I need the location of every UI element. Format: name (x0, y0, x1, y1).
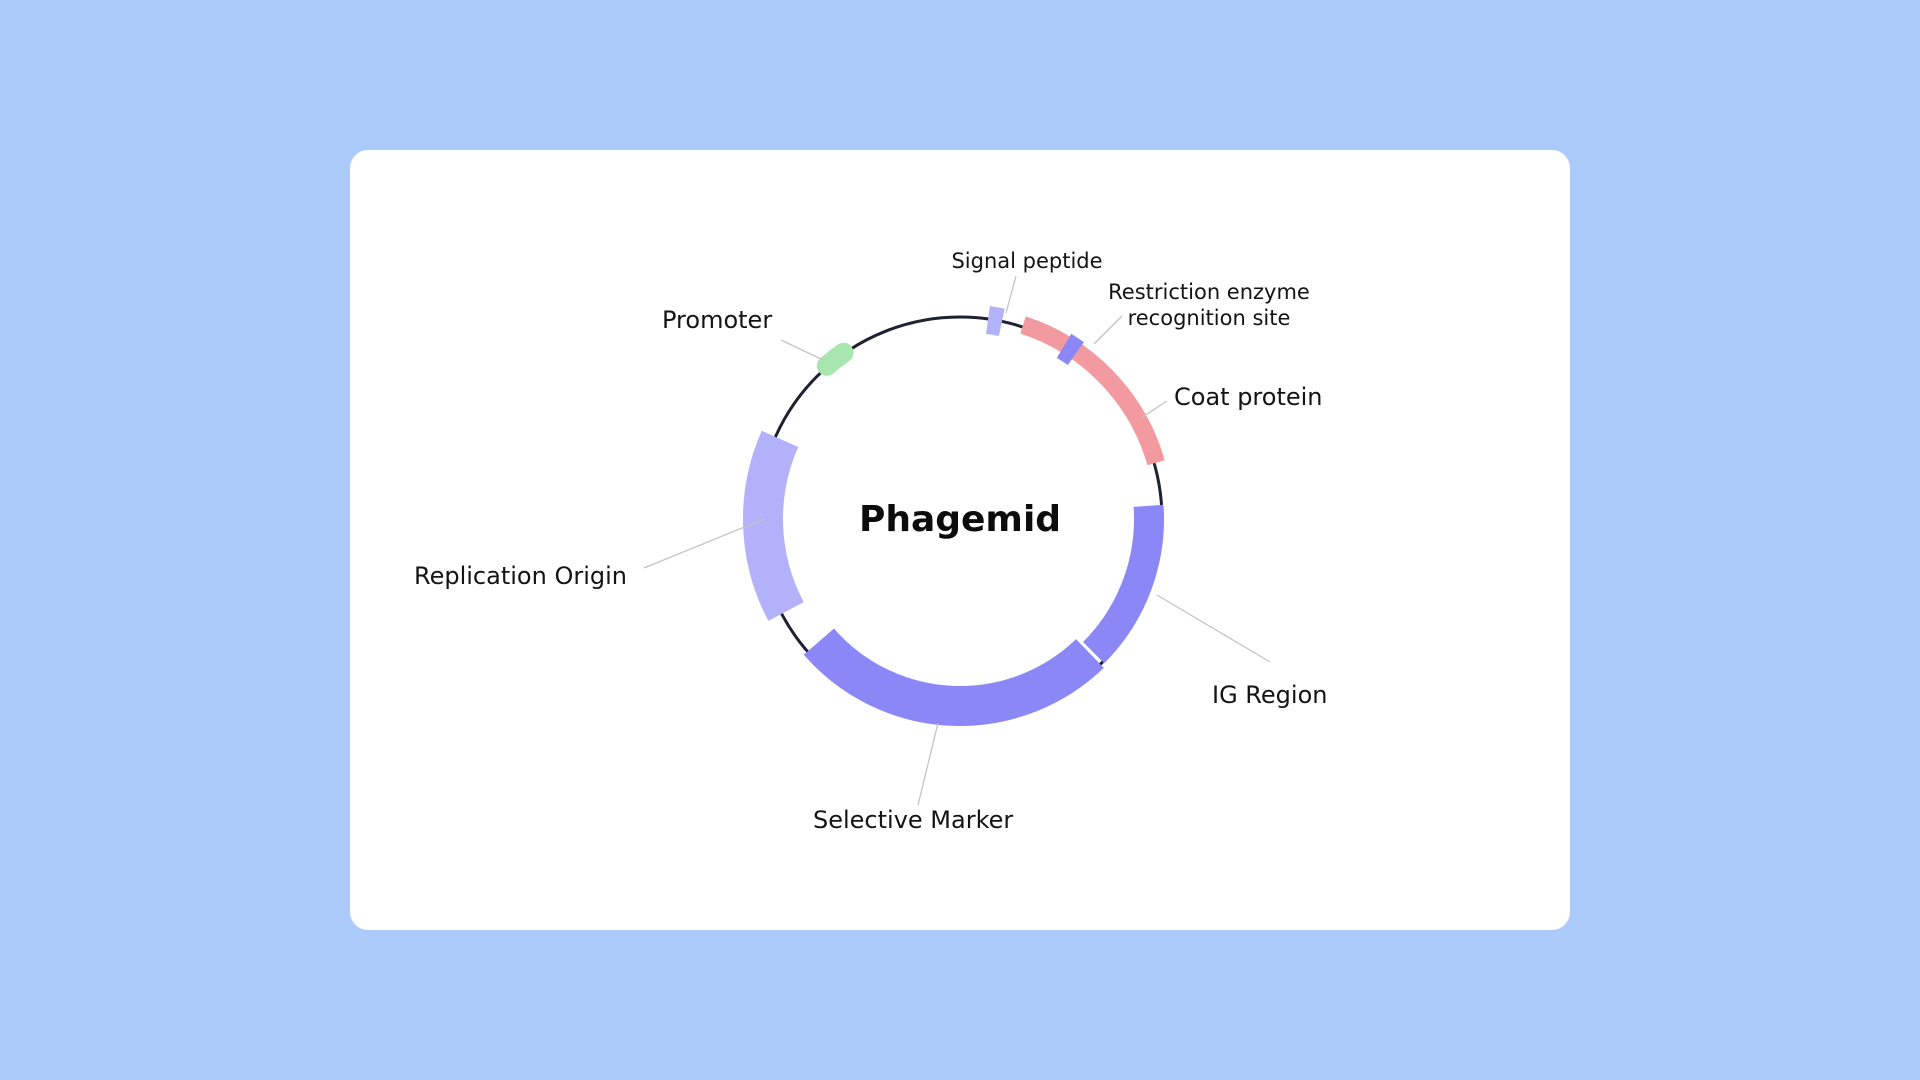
signal-peptide-leader (1005, 275, 1017, 314)
ig-region-label: IG Region (1212, 681, 1327, 709)
promoter-label: Promoter (662, 306, 772, 334)
ig-region-segment (1082, 504, 1164, 664)
selective-marker-label: Selective Marker (813, 806, 1013, 834)
selective-marker-leader (917, 722, 939, 806)
replication-origin-label: Replication Origin (414, 562, 627, 590)
diagram-title: Phagemid (859, 499, 1061, 540)
signal-peptide-segment (985, 306, 1005, 337)
promoter-segment (816, 342, 854, 376)
coat-protein-label: Coat protein (1174, 383, 1323, 411)
replication-origin-leader (643, 518, 765, 569)
restriction-site-label-line2: recognition site (1128, 306, 1291, 330)
replication-origin-segment (743, 430, 804, 621)
signal-peptide-label: Signal peptide (951, 249, 1102, 273)
restriction-site-leader (1093, 315, 1123, 345)
ig-region-leader (1156, 594, 1271, 663)
diagram-card (350, 150, 1570, 930)
promoter-leader (780, 339, 824, 361)
selective-marker-segment (803, 628, 1104, 726)
restriction-site-segment (1056, 333, 1084, 366)
restriction-site-label-line1: Restriction enzyme (1108, 280, 1310, 304)
coat-protein-segment (1020, 316, 1165, 466)
coat-protein-leader (1140, 400, 1168, 419)
